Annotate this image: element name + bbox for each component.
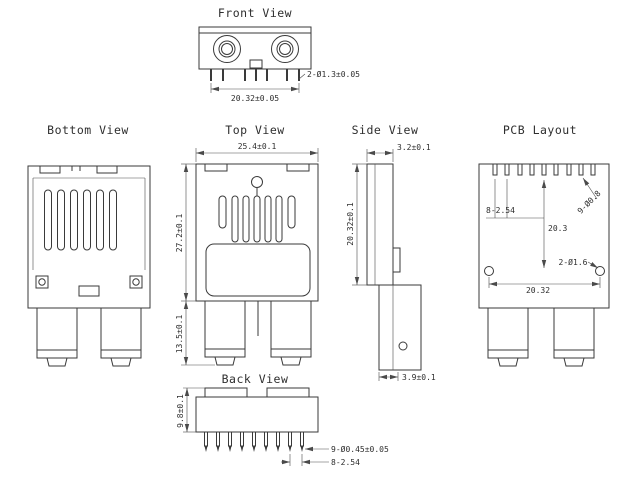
pcb-solder-pads xyxy=(492,163,596,176)
back-height-dim: 9.8±0.1 xyxy=(176,394,185,428)
front-pitch-dim: 20.32±0.05 xyxy=(231,94,279,103)
front-hole-dim: 2-Ø1.3±0.05 xyxy=(307,69,360,79)
back-view: Back View 9.8±0.1 9-Ø0.45±0.05 8-2.54 xyxy=(176,372,389,467)
top-height-dim: 27.2±0.1 xyxy=(175,214,184,253)
side-bottom-width-dim: 3.9±0.1 xyxy=(402,373,436,382)
pcb-mount-hole-right xyxy=(595,266,605,276)
front-hole-leader xyxy=(298,73,306,80)
bottom-body xyxy=(27,165,151,309)
front-pins xyxy=(210,69,300,81)
side-hole xyxy=(398,341,408,351)
side-view: Side View 3.2±0.1 20.32±0.1 3.9±0.1 xyxy=(346,123,436,382)
front-right-jack xyxy=(271,35,299,63)
top-view: Top View 25.4±0.1 xyxy=(175,123,319,366)
pcb-span-dim: 20.32 xyxy=(526,286,550,295)
pcb-right-barrel xyxy=(553,307,595,367)
top-center-hole xyxy=(251,176,263,188)
bottom-right-barrel xyxy=(100,307,142,367)
bottom-view: Bottom View xyxy=(27,123,151,367)
pcb-layout: PCB Layout 8-2.54 9-Ø0.8 20.3 2-Ø1.6 20.… xyxy=(478,123,610,367)
front-view: Front View 2-Ø1.3±0.05 20.32±0.05 xyxy=(198,6,360,103)
side-lower-body xyxy=(378,284,422,371)
top-cover-plate xyxy=(205,243,311,297)
pcb-pad-pitch-dim: 8-2.54 xyxy=(486,206,515,215)
front-left-jack xyxy=(213,35,241,63)
pcb-mount-leader xyxy=(587,261,599,269)
pcb-left-barrel xyxy=(487,307,529,367)
top-vent-slots xyxy=(218,195,296,243)
side-top-width-dim: 3.2±0.1 xyxy=(397,143,431,152)
top-width-dim: 25.4±0.1 xyxy=(238,142,277,151)
top-left-barrel xyxy=(204,300,246,366)
side-latch xyxy=(392,247,401,273)
top-body xyxy=(195,163,319,302)
front-view-title: Front View xyxy=(218,6,292,20)
pcb-mount-hole-dim: 2-Ø1.6 xyxy=(559,257,588,267)
side-shield xyxy=(366,163,394,286)
back-pins xyxy=(204,431,304,452)
side-height-dim: 20.32±0.1 xyxy=(346,202,355,246)
back-view-title: Back View xyxy=(222,372,289,386)
bottom-vent-slots xyxy=(44,189,117,251)
front-center-tab xyxy=(249,59,263,69)
back-pin-pitch-dim: 8-2.54 xyxy=(331,458,360,467)
top-view-title: Top View xyxy=(225,123,284,137)
top-right-barrel xyxy=(270,300,312,366)
side-view-title: Side View xyxy=(352,123,419,137)
back-pin-hole-dim: 9-Ø0.45±0.05 xyxy=(331,444,389,454)
bottom-view-title: Bottom View xyxy=(47,123,129,137)
bottom-left-barrel xyxy=(36,307,78,367)
pcb-vertical-dim: 20.3 xyxy=(548,224,567,233)
pcb-mount-hole-left xyxy=(484,266,494,276)
pcb-pad-hole-dim: 9-Ø0.8 xyxy=(575,188,603,216)
pcb-pad-leader xyxy=(582,177,598,200)
pcb-layout-title: PCB Layout xyxy=(503,123,577,137)
back-body xyxy=(195,396,319,433)
top-lower-height-dim: 13.5±0.1 xyxy=(175,315,184,354)
